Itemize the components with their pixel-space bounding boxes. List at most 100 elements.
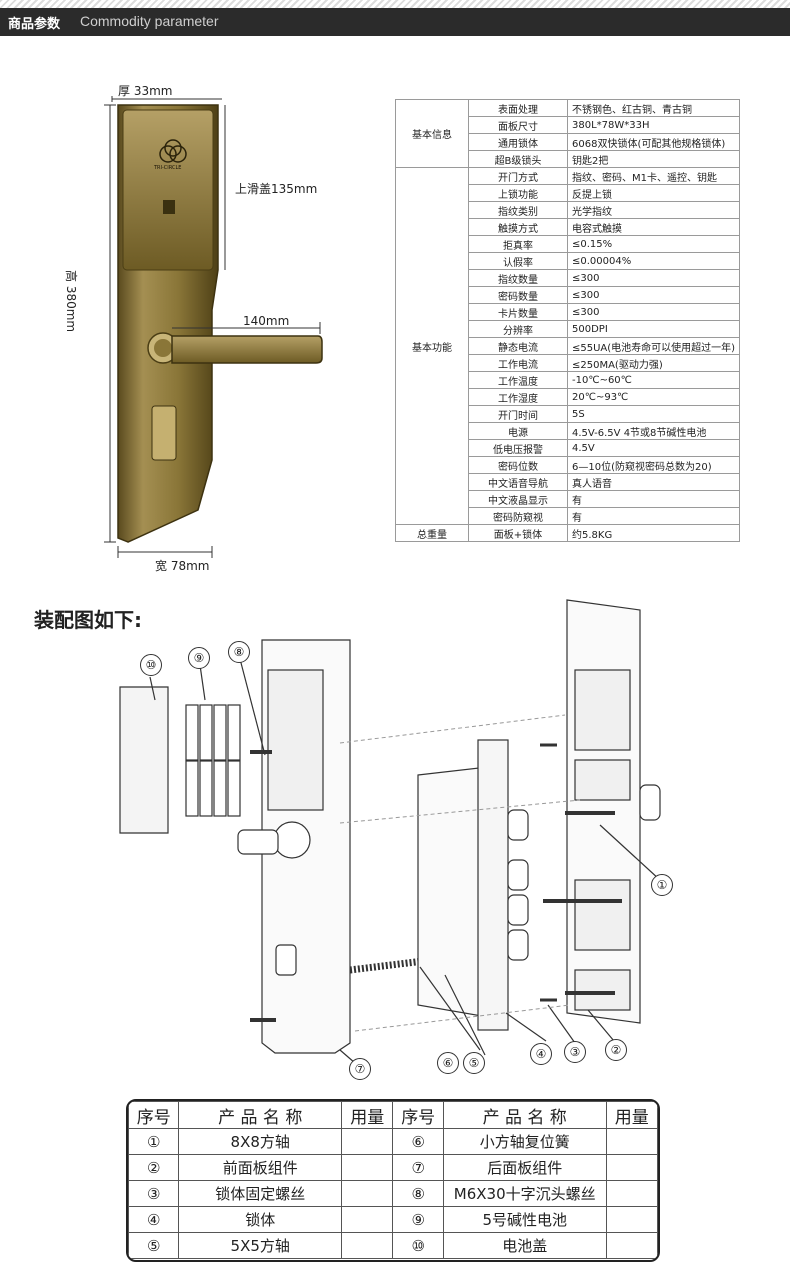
header-stripe: [0, 0, 790, 8]
callout-6: ⑥: [437, 1052, 459, 1074]
callout-9: ⑨: [188, 647, 210, 669]
param-value: ≤0.15%: [566, 235, 741, 253]
callout-5: ⑤: [463, 1052, 485, 1074]
parts-cell: M6X30十字沉头螺丝: [442, 1180, 607, 1207]
param-value: 不锈钢色、红古铜、青古铜: [566, 99, 741, 117]
lock-illustration: [104, 96, 323, 558]
param-key: 上锁功能: [468, 184, 568, 202]
parts-cell: [341, 1232, 394, 1259]
param-value: 500DPI: [566, 320, 741, 338]
parts-cell: 前面板组件: [178, 1154, 343, 1181]
param-row: 认假率≤0.00004%: [396, 252, 741, 270]
param-value: 光学指纹: [566, 201, 741, 219]
param-row: 上锁功能反提上锁: [396, 184, 741, 202]
param-row: 中文语音导航真人语音: [396, 473, 741, 491]
param-row: 基本功能开门方式指纹、密码、M1卡、遥控、钥匙: [395, 167, 741, 525]
parts-cell: ④: [128, 1206, 180, 1233]
param-value: -10℃~60℃: [566, 371, 741, 389]
parts-cell: [341, 1180, 394, 1207]
param-key: 面板+锁体: [468, 524, 568, 542]
param-key: 开门方式: [468, 167, 568, 185]
param-value: 钥匙2把: [566, 150, 741, 168]
callout-7: ⑦: [349, 1058, 371, 1080]
lock-logo-text: TRI-CIRCLE: [154, 165, 182, 171]
parts-cell: [605, 1232, 658, 1259]
parts-cell: 锁体: [178, 1206, 343, 1233]
param-key: 静态电流: [468, 337, 568, 355]
parts-cell: ②: [128, 1154, 180, 1181]
param-row: 密码数量≤300: [396, 286, 741, 304]
parts-cell: ⑤: [128, 1232, 180, 1259]
battery-pack-part: [185, 704, 241, 817]
param-value: 指纹、密码、M1卡、遥控、钥匙: [566, 167, 741, 185]
assembly-title: 装配图如下:: [34, 608, 142, 632]
param-key: 低电压报警: [468, 439, 568, 457]
parts-header-row: 序号产 品 名 称用量序号产 品 名 称用量: [128, 1101, 658, 1129]
param-key: 超B级锁头: [468, 150, 568, 168]
param-value: 6068双快锁体(可配其他规格锁体): [566, 133, 741, 151]
parts-cell: 5号碱性电池: [442, 1206, 607, 1233]
param-key: 工作温度: [468, 371, 568, 389]
parts-cell: [605, 1154, 658, 1181]
parts-cell: 后面板组件: [442, 1154, 607, 1181]
param-key: 密码位数: [468, 456, 568, 474]
param-key: 中文语音导航: [468, 473, 568, 491]
parts-cell: [605, 1180, 658, 1207]
param-key: 中文液晶显示: [468, 490, 568, 508]
header-title-en: Commodity parameter: [80, 13, 219, 29]
param-row: 密码防窥视有: [396, 507, 741, 525]
param-group-label: 总重量: [395, 524, 469, 542]
param-value: 有: [566, 490, 741, 508]
parts-cell: ⑨: [392, 1206, 444, 1233]
parts-cell: [341, 1206, 394, 1233]
param-group-label: 基本信息: [395, 99, 469, 168]
parts-cell: ⑦: [392, 1154, 444, 1181]
parts-header-cell: 产 品 名 称: [442, 1101, 607, 1129]
parts-cell: ⑧: [392, 1180, 444, 1207]
parts-cell: 电池盖: [442, 1232, 607, 1259]
param-row: 超B级锁头钥匙2把: [396, 150, 741, 168]
param-value: 380L*78W*33H: [566, 116, 741, 134]
parts-header-cell: 序号: [128, 1101, 180, 1129]
param-value: ≤300: [566, 303, 741, 321]
param-key: 开门时间: [468, 405, 568, 423]
param-row: 工作温度-10℃~60℃: [396, 371, 741, 389]
parts-cell: [605, 1206, 658, 1233]
parts-header-cell: 用量: [605, 1101, 658, 1129]
param-key: 指纹类别: [468, 201, 568, 219]
param-value: ≤300: [566, 286, 741, 304]
param-value: 真人语音: [566, 473, 741, 491]
handle-label: 140mm: [243, 314, 290, 328]
exploded-assembly-diagram: [119, 599, 661, 1064]
param-key: 认假率: [468, 252, 568, 270]
param-key: 工作电流: [468, 354, 568, 372]
param-key: 密码防窥视: [468, 507, 568, 525]
param-value: 6—10位(防窥视密码总数为20): [566, 456, 741, 474]
parts-cell: ⑩: [392, 1232, 444, 1259]
param-row: 总重量面板+锁体约5.8KG: [395, 524, 741, 542]
callout-2: ②: [605, 1039, 627, 1061]
param-key: 触摸方式: [468, 218, 568, 236]
param-row: 基本信息表面处理不锈钢色、红古铜、青古铜: [395, 99, 741, 168]
parts-header-cell: 用量: [341, 1101, 394, 1129]
param-key: 通用锁体: [468, 133, 568, 151]
param-key: 指纹数量: [468, 269, 568, 287]
param-key: 拒真率: [468, 235, 568, 253]
param-key: 卡片数量: [468, 303, 568, 321]
callout-1: ①: [651, 874, 673, 896]
param-value: 电容式触摸: [566, 218, 741, 236]
param-value: 20℃~93℃: [566, 388, 741, 406]
header-main: 商品参数 Commodity parameter: [0, 8, 790, 36]
param-key: 工作湿度: [468, 388, 568, 406]
parts-cell: 锁体固定螺丝: [178, 1180, 343, 1207]
